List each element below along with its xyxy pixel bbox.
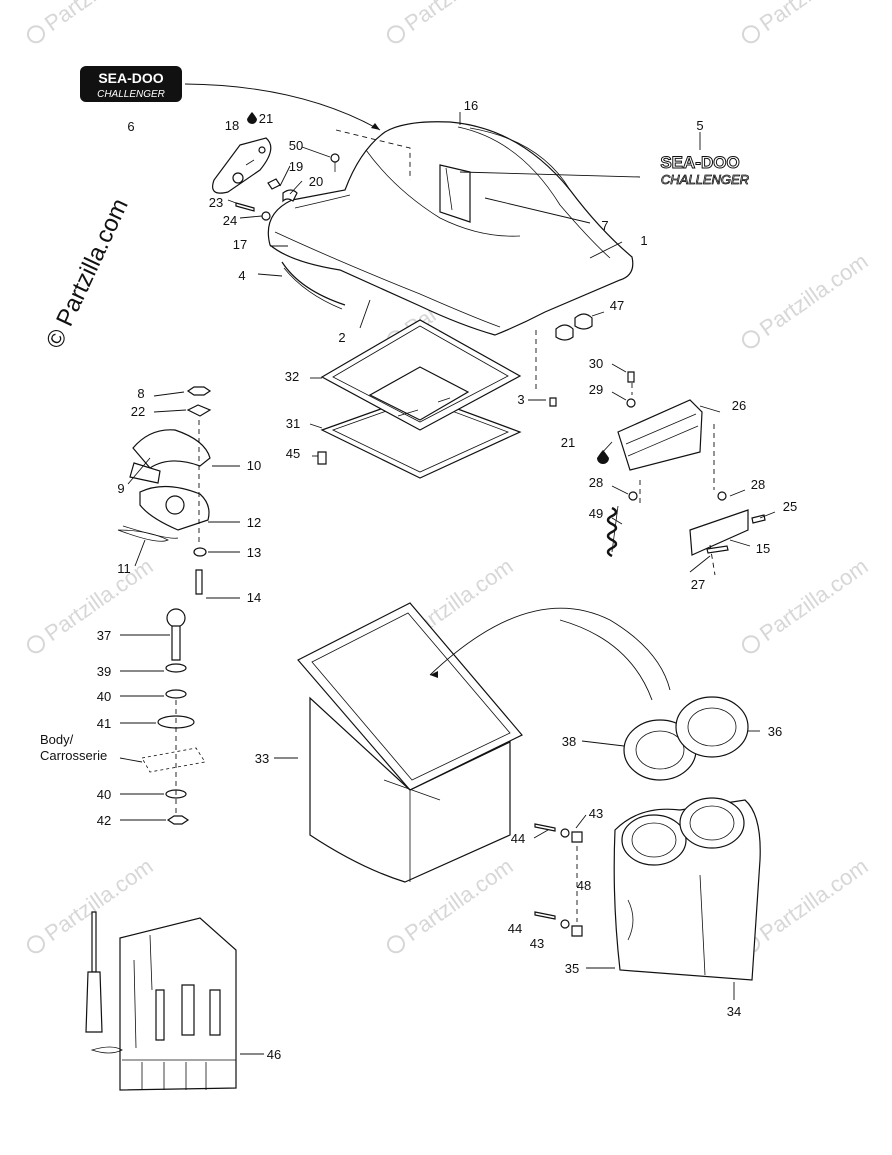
callout-35: 35 xyxy=(565,961,579,976)
callout-39: 39 xyxy=(97,664,111,679)
callout-21-a: 21 xyxy=(259,111,273,126)
callout-44-a: 44 xyxy=(511,831,525,846)
callout-50: 50 xyxy=(289,138,303,153)
decal-model-text: CHALLENGER xyxy=(97,89,165,100)
callout-19: 19 xyxy=(289,159,303,174)
gaskets xyxy=(320,319,522,479)
callout-6: 6 xyxy=(127,119,134,134)
callout-30: 30 xyxy=(589,356,603,371)
callout-17: 17 xyxy=(233,237,247,252)
callout-10: 10 xyxy=(247,458,261,473)
watermark-text: Partzilla.com xyxy=(40,0,157,36)
callout-24: 24 xyxy=(223,213,237,228)
callout-31: 31 xyxy=(286,416,300,431)
callout-9: 9 xyxy=(117,481,124,496)
callout-44-b: 44 xyxy=(508,921,522,936)
callout-16: 16 xyxy=(464,98,478,113)
callout-14: 14 xyxy=(247,590,261,605)
callout-41: 41 xyxy=(97,716,111,731)
callout-48: 48 xyxy=(577,878,591,893)
callout-47: 47 xyxy=(610,298,624,313)
callout-26: 26 xyxy=(732,398,746,413)
storage-bin xyxy=(297,602,523,883)
callout-12: 12 xyxy=(247,515,261,530)
callout-21-b: 21 xyxy=(561,435,575,450)
callout-43-b: 43 xyxy=(530,936,544,951)
callout-labels: 6 16 5 18 21 50 19 20 23 24 17 4 7 1 2 4… xyxy=(40,98,797,1062)
callout-13: 13 xyxy=(247,545,261,560)
decal-5: SEA-DOO CHALLENGER xyxy=(660,153,750,188)
bolt-stack xyxy=(141,608,206,825)
callout-11: 11 xyxy=(117,561,131,576)
callout-4: 4 xyxy=(238,268,245,283)
decal-model-text: CHALLENGER xyxy=(661,172,749,187)
callout-3: 3 xyxy=(517,392,524,407)
callout-28-a: 28 xyxy=(589,475,603,490)
callout-18: 18 xyxy=(225,118,239,133)
callout-36: 36 xyxy=(768,724,782,739)
decal-6: SEA-DOO CHALLENGER xyxy=(80,66,182,102)
vertical-watermark: © Partzilla.com xyxy=(41,195,134,353)
callout-45: 45 xyxy=(286,446,300,461)
body-label-line2: Carrosserie xyxy=(40,748,107,763)
cup-holder xyxy=(613,797,761,981)
watermark-text: Partzilla.com xyxy=(755,0,872,36)
callout-32: 32 xyxy=(285,369,299,384)
decal-brand-text: SEA-DOO xyxy=(98,70,163,86)
callout-49: 49 xyxy=(589,506,603,521)
callout-27: 27 xyxy=(691,577,705,592)
callout-7: 7 xyxy=(601,218,608,233)
callout-38: 38 xyxy=(562,734,576,749)
watermark-text: Partzilla.com xyxy=(400,0,517,36)
callout-2: 2 xyxy=(338,330,345,345)
callout-8: 8 xyxy=(137,386,144,401)
lids xyxy=(623,696,749,781)
fastener-stack xyxy=(117,386,212,595)
seat-assembly xyxy=(267,121,634,336)
callout-22: 22 xyxy=(131,404,145,419)
callout-33: 33 xyxy=(255,751,269,766)
callout-29: 29 xyxy=(589,382,603,397)
watermark-text: Partzilla.com xyxy=(755,853,872,946)
callout-23: 23 xyxy=(209,195,223,210)
callout-42: 42 xyxy=(97,813,111,828)
tool-kit xyxy=(85,911,237,1091)
callout-37: 37 xyxy=(97,628,111,643)
body-label-line1: Body/ xyxy=(40,732,74,747)
hinge-assembly xyxy=(606,374,749,576)
callout-25: 25 xyxy=(783,499,797,514)
watermark-text: Partzilla.com xyxy=(40,853,157,946)
callout-40-b: 40 xyxy=(97,787,111,802)
callout-46: 46 xyxy=(267,1047,281,1062)
watermark-text: Partzilla.com xyxy=(755,553,872,646)
callout-20: 20 xyxy=(309,174,323,189)
callout-28-b: 28 xyxy=(751,477,765,492)
callout-1: 1 xyxy=(640,233,647,248)
callout-15: 15 xyxy=(756,541,770,556)
decal-brand-text: SEA-DOO xyxy=(660,153,739,172)
callout-40-a: 40 xyxy=(97,689,111,704)
callout-43-a: 43 xyxy=(589,806,603,821)
callout-34: 34 xyxy=(727,1004,741,1019)
leader-lines xyxy=(119,112,776,1055)
callout-5: 5 xyxy=(696,118,703,133)
watermark-text: Partzilla.com xyxy=(755,248,872,341)
